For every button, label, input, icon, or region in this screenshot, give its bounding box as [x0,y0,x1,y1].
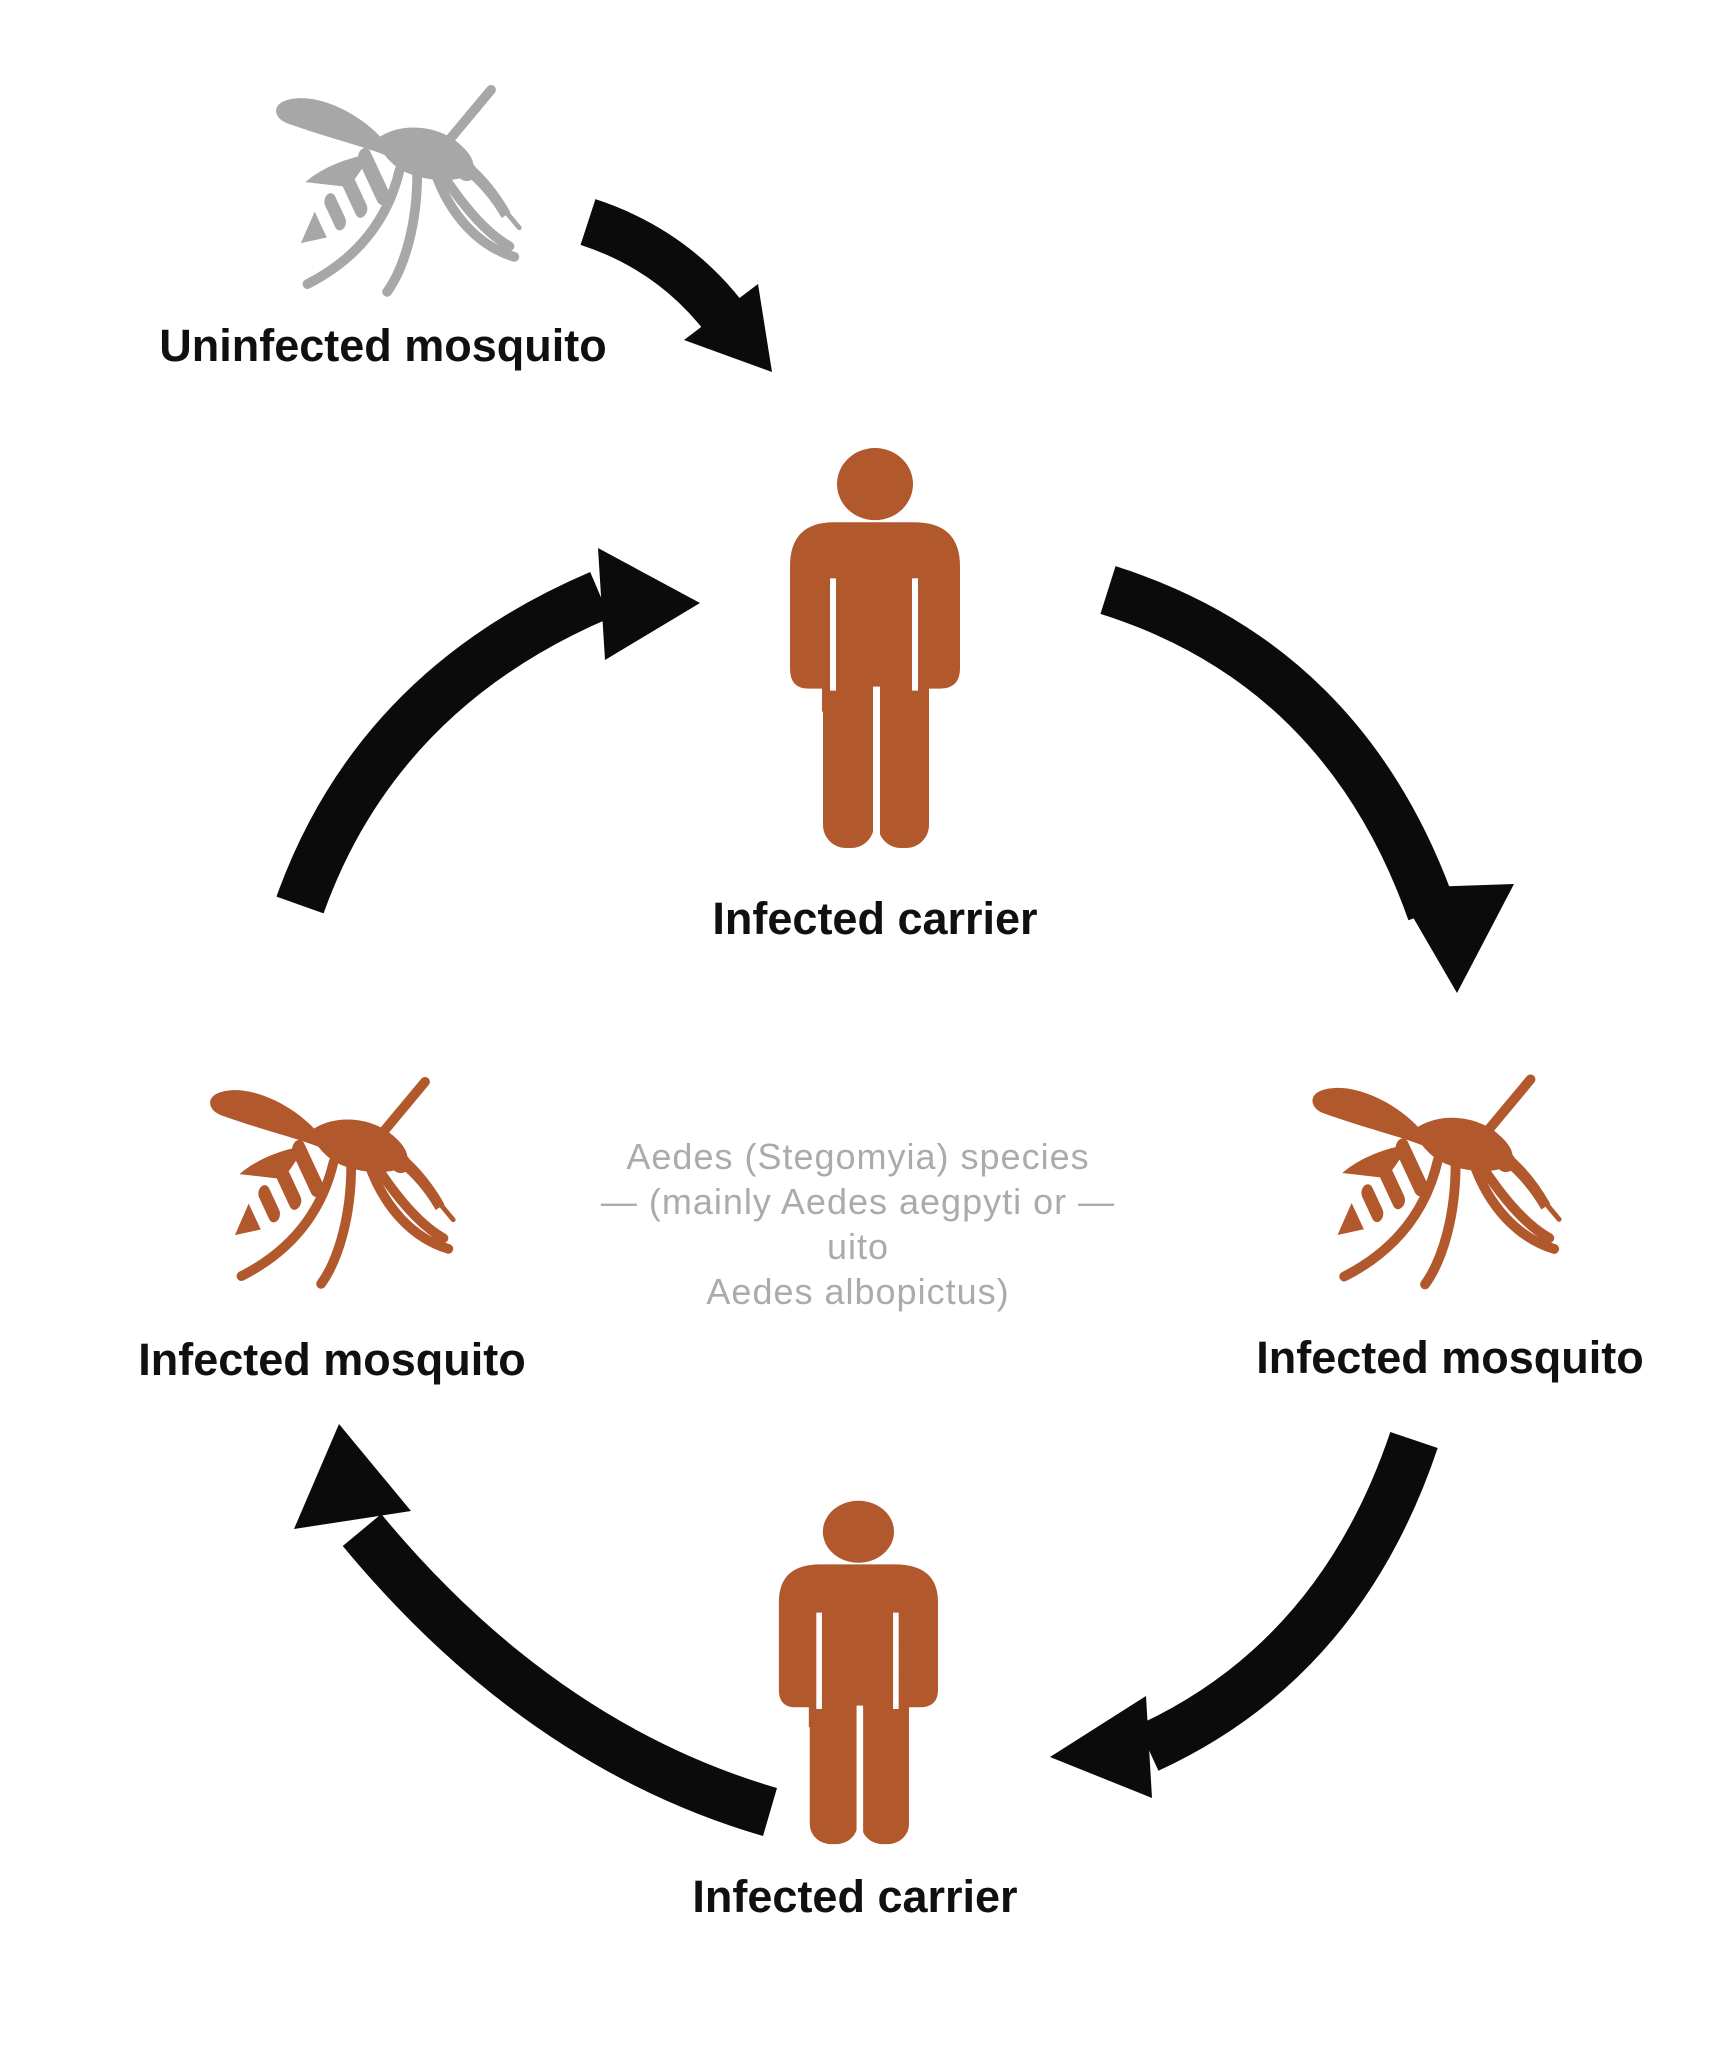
uninfected-mosquito-icon [254,64,526,306]
infected-mosquito-left-icon [188,1058,460,1296]
uninfected-mosquito-label: Uninfected mosquito [159,320,607,371]
species-note: Aedes (Stegomyia) species — (mainly Aede… [548,1134,1168,1314]
arrow-right-mosquito-to-carrier [1050,1432,1438,1798]
species-note-line: uito [826,1226,890,1267]
arrow-left-mosquito-to-carrier [276,548,700,914]
infected-mosquito-left-label: Infected mosquito [138,1334,526,1385]
species-note-line: — (mainly Aedes aegpyti or — [600,1181,1116,1222]
infected-carrier-top-icon [788,446,960,849]
infected-carrier-bottom-icon [777,1499,938,1845]
infected-mosquito-right-icon [1290,1056,1566,1296]
arrow-carrier-to-right-mosquito [1100,566,1514,993]
infected-mosquito-right-label: Infected mosquito [1256,1332,1644,1383]
arrow-carrier-to-left-mosquito [294,1424,777,1837]
infected-carrier-top-label: Infected carrier [712,893,1038,944]
species-note-line: Aedes albopictus) [706,1271,1010,1312]
species-note-line: Aedes (Stegomyia) species [626,1136,1090,1177]
arrow-uninfected-to-carrier [580,199,772,372]
infected-carrier-bottom-label: Infected carrier [692,1871,1018,1922]
